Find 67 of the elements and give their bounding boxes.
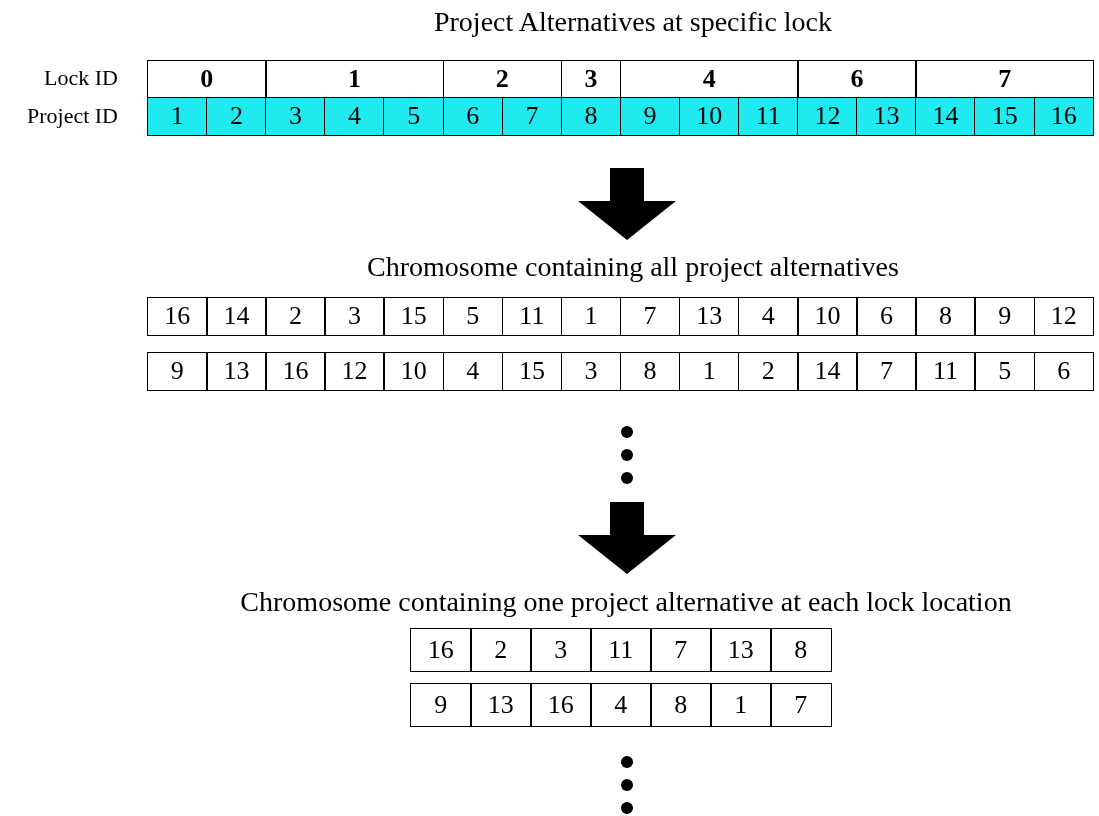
gene-cell: 2 [265,297,326,336]
gene-cell: 3 [560,352,622,391]
gene-cell: 15 [383,297,444,336]
gene-cell: 13 [678,297,740,336]
gene-cell: 4 [590,683,652,727]
gene-cell: 2 [738,352,799,391]
gene-cell: 3 [324,297,385,336]
project-id-cell: 12 [797,97,858,136]
gene-cell: 6 [856,297,917,336]
project-id-cell: 1 [147,97,208,136]
gene-cell: 8 [915,297,976,336]
gene-cell: 12 [1033,297,1095,336]
project-id-cell: 9 [619,97,681,136]
gene-cell: 6 [1033,352,1095,391]
project-id-cell: 10 [678,97,740,136]
gene-cell: 13 [206,352,267,391]
gene-cell: 15 [501,352,563,391]
project-id-cell: 11 [738,97,799,136]
project-id-cell: 15 [974,97,1035,136]
gene-cell: 12 [324,352,385,391]
gene-cell: 4 [442,352,504,391]
gene-cell: 16 [265,352,326,391]
gene-cell: 16 [410,628,472,672]
project-id-cell: 5 [383,97,444,136]
gene-cell: 13 [470,683,532,727]
row-label: Lock ID [44,67,118,89]
gene-cell: 1 [560,297,622,336]
gene-cell: 9 [410,683,472,727]
heading: Chromosome containing one project alternative at each lock location [240,588,1012,616]
project-id-cell: 14 [915,97,976,136]
gene-cell: 16 [147,297,208,336]
gene-cell: 5 [442,297,504,336]
gene-cell: 7 [619,297,681,336]
gene-cell: 7 [650,628,712,672]
project-id-cell: 3 [265,97,326,136]
heading: Project Alternatives at specific lock [433,8,833,36]
gene-cell: 4 [738,297,799,336]
gene-cell: 14 [206,297,267,336]
project-id-cell: 16 [1033,97,1095,136]
heading: Chromosome containing all project alternatives [367,253,899,281]
gene-cell: 11 [590,628,652,672]
gene-cell: 2 [470,628,532,672]
gene-cell: 8 [619,352,681,391]
gene-cell: 13 [710,628,772,672]
gene-cell: 10 [797,297,858,336]
gene-cell: 1 [710,683,772,727]
gene-cell: 7 [770,683,832,727]
project-id-cell: 2 [206,97,267,136]
gene-cell: 11 [915,352,976,391]
project-id-cell: 7 [501,97,563,136]
row-label: Project ID [26,105,118,127]
gene-cell: 11 [501,297,563,336]
project-id-cell: 8 [560,97,622,136]
project-id-cell: 4 [324,97,385,136]
gene-cell: 5 [974,352,1035,391]
gene-cell: 8 [650,683,712,727]
gene-cell: 10 [383,352,444,391]
gene-cell: 9 [147,352,208,391]
gene-cell: 7 [856,352,917,391]
gene-cell: 16 [530,683,592,727]
gene-cell: 14 [797,352,858,391]
project-id-cell: 6 [442,97,504,136]
project-id-cell: 13 [856,97,917,136]
gene-cell: 3 [530,628,592,672]
gene-cell: 8 [770,628,832,672]
gene-cell: 1 [678,352,740,391]
gene-cell: 9 [974,297,1035,336]
